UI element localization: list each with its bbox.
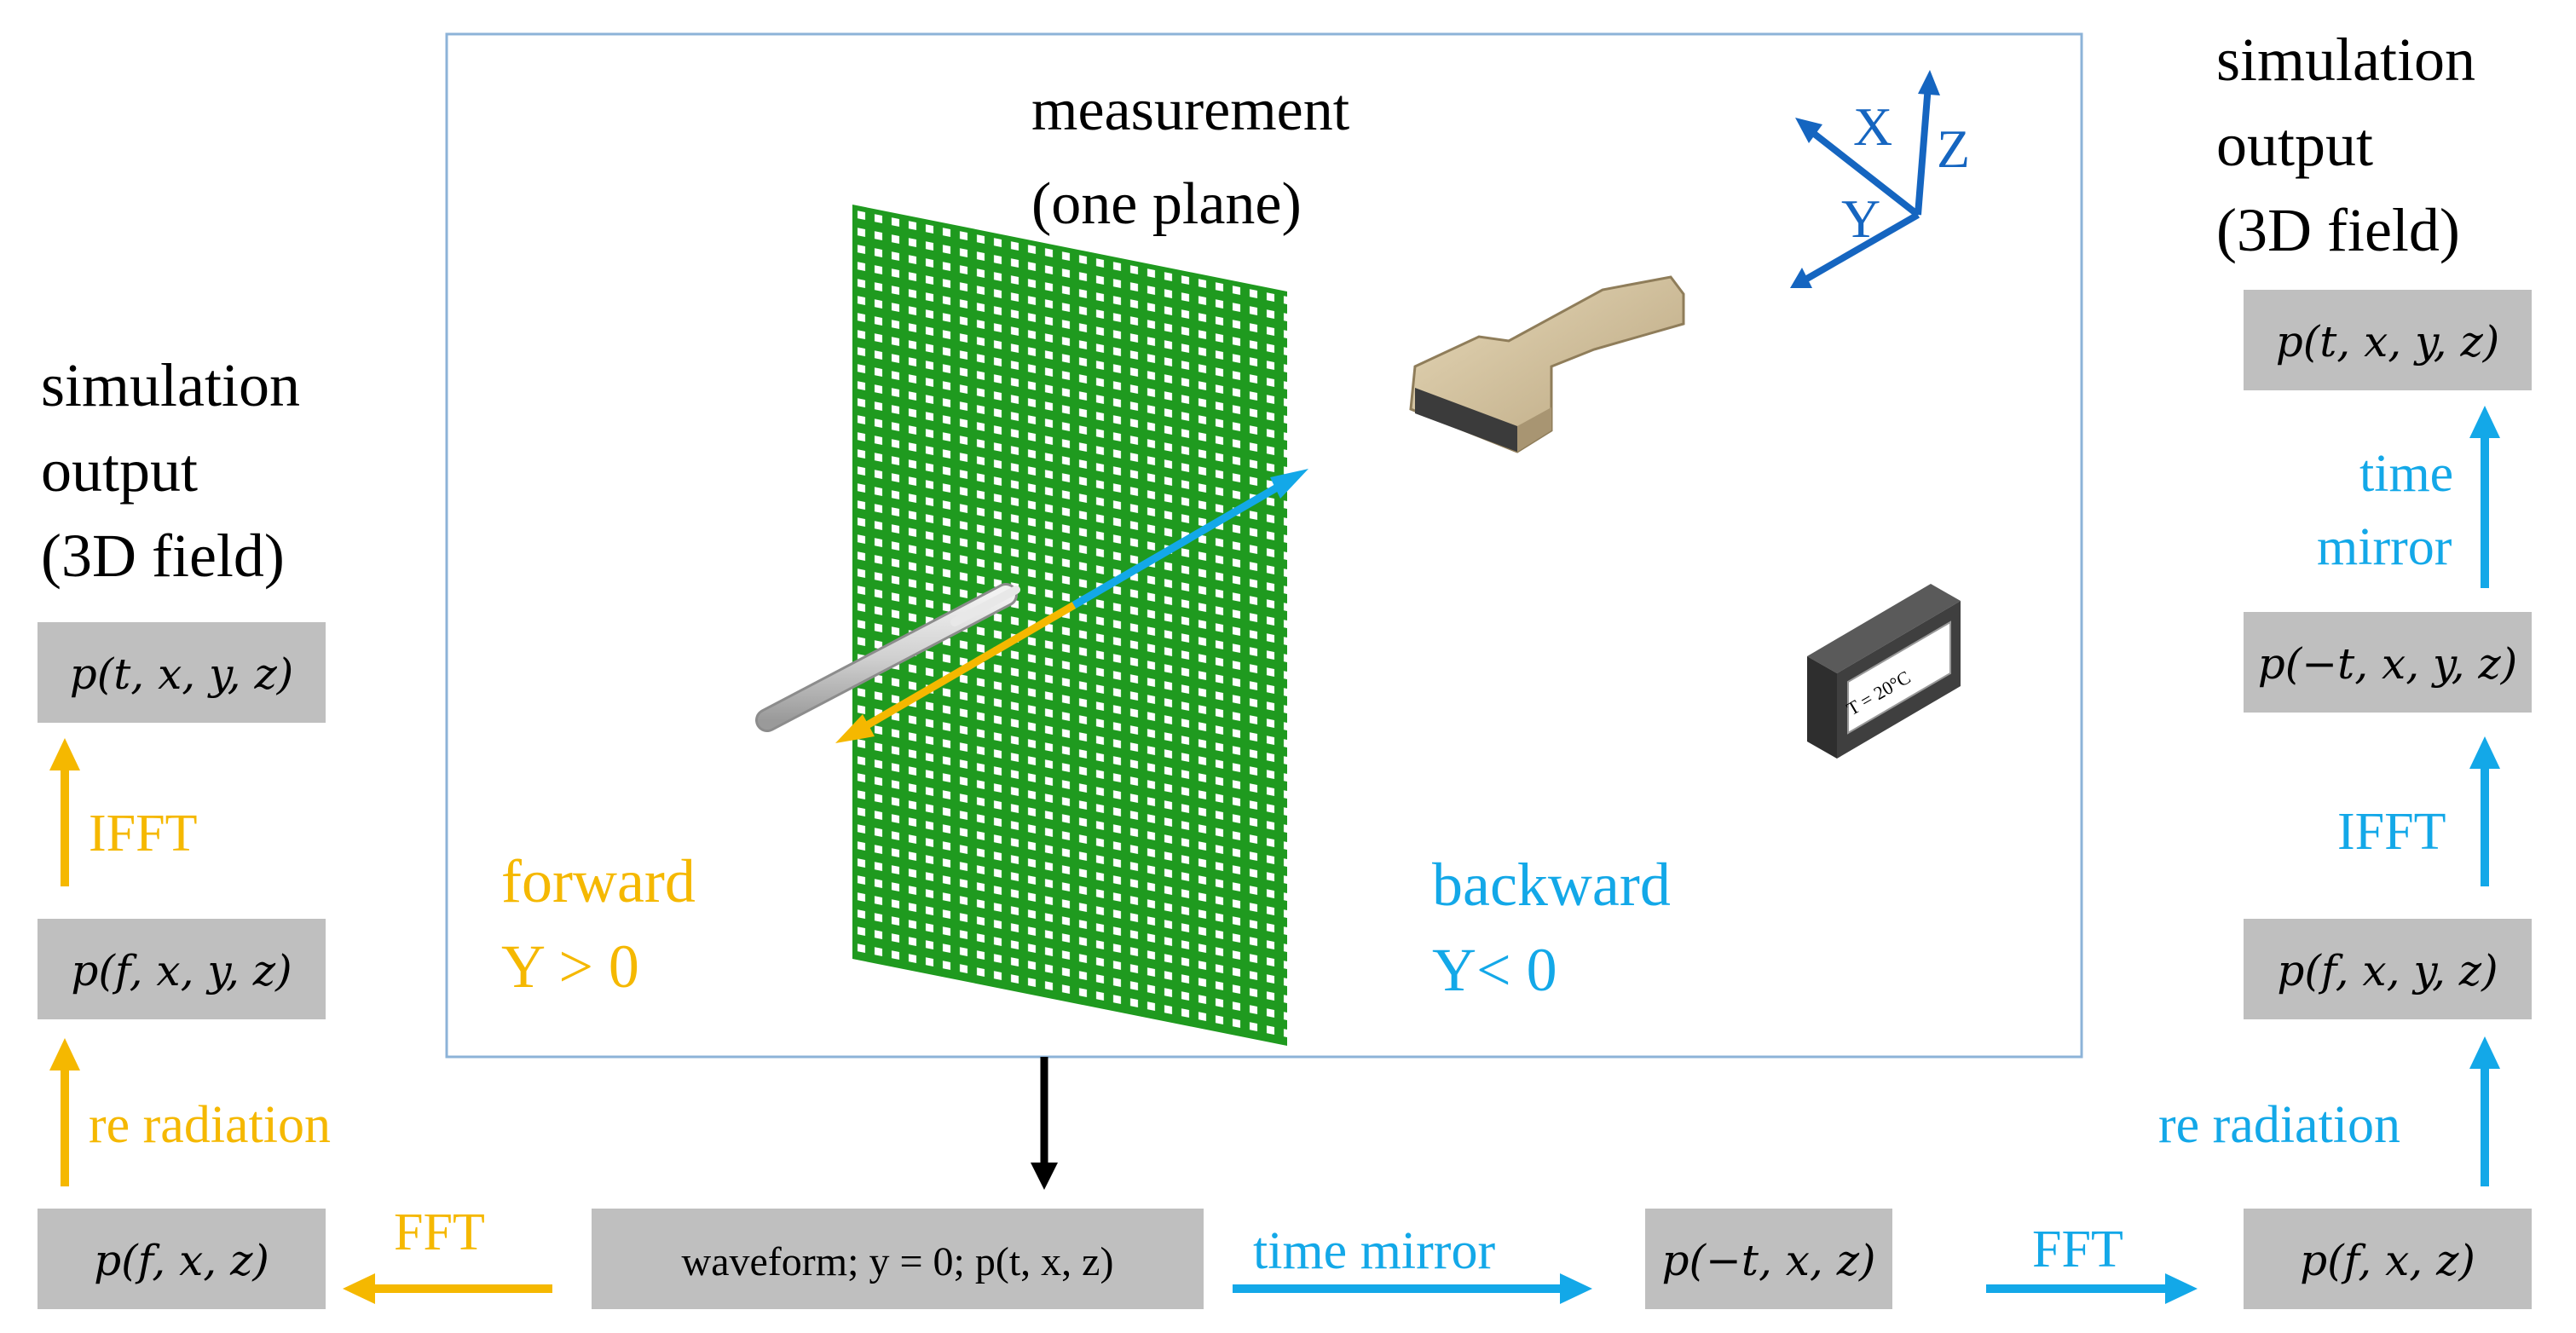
- right-box-time-3d: [2244, 290, 2532, 390]
- left-box-time-3d-text: p(t, x, y, z): [70, 649, 294, 699]
- left-re-radiation-label: re radiation: [89, 1096, 331, 1154]
- forward-label: forward: [501, 847, 696, 915]
- left-title-line1: simulation: [41, 351, 300, 419]
- thermometer-icon: T = 20°C: [1807, 584, 1961, 759]
- left-re-radiation-arrow: [49, 1038, 80, 1186]
- right-box-neg-time-3d: [2244, 612, 2532, 713]
- backward-condition: Y< 0: [1432, 936, 1557, 1004]
- left-box-freq-3d: [38, 919, 326, 1019]
- backward-direction-arrow: [1071, 469, 1308, 609]
- left-title-line3: (3D field): [41, 522, 285, 590]
- forward-direction-arrow: [835, 602, 1077, 743]
- time-mirror-box-text: p(−t, x, z): [1661, 1236, 1875, 1285]
- left-ifft-label: IFFT: [89, 805, 197, 863]
- left-title-line2: output: [41, 436, 198, 505]
- axis-label-y: Y: [1841, 188, 1880, 249]
- right-title-line3: (3D field): [2216, 196, 2460, 264]
- hydrophone-probe-icon: [755, 583, 1020, 732]
- waveform-box-text: waveform; y = 0; p(t, x, z): [682, 1239, 1114, 1284]
- measurement-title-line1: measurement: [1031, 78, 1350, 143]
- right-title-line1: simulation: [2216, 26, 2475, 94]
- right-box-time-3d-text: p(t, x, y, z): [2276, 317, 2500, 366]
- right-box-freq-3d: [2244, 919, 2532, 1019]
- left-ifft-arrow: [49, 738, 80, 886]
- right-re-radiation-label: re radiation: [2158, 1096, 2400, 1154]
- left-fft-label: FFT: [394, 1203, 485, 1261]
- left-box-freq-plane: [38, 1209, 326, 1309]
- right-box-freq-plane-text: p(f, x, z): [2300, 1236, 2475, 1285]
- left-box-freq-plane-text: p(f, x, z): [94, 1236, 269, 1285]
- forward-condition: Y > 0: [501, 932, 639, 1001]
- backward-label: backward: [1432, 851, 1671, 919]
- right-box-freq-3d-text: p(f, x, y, z): [2277, 946, 2498, 995]
- measurement-title-line2: (one plane): [1031, 171, 1302, 237]
- axis-label-x: X: [1853, 96, 1892, 157]
- right-fft-label: FFT: [2032, 1220, 2123, 1278]
- coordinate-axes: X Z Y: [1790, 70, 1970, 288]
- measurement-to-waveform-arrow: [1031, 1057, 1058, 1190]
- left-fft-arrow: [343, 1273, 552, 1304]
- right-time-label: time: [2359, 445, 2453, 503]
- right-mirror-label: mirror: [2317, 518, 2452, 576]
- right-box-freq-plane: [2244, 1209, 2532, 1309]
- right-box-neg-time-3d-text: p(−t, x, y, z): [2258, 639, 2518, 689]
- right-ifft-label: IFFT: [2337, 803, 2446, 861]
- transducer-icon: [1409, 275, 1685, 453]
- time-mirror-label: time mirror: [1253, 1222, 1495, 1280]
- right-ifft-arrow: [2469, 736, 2500, 886]
- right-fft-arrow: [1986, 1273, 2198, 1304]
- time-mirror-box: [1645, 1209, 1892, 1309]
- measurement-plane-grid: [852, 205, 1287, 1047]
- axis-label-z: Z: [1937, 118, 1970, 179]
- right-title-line2: output: [2216, 111, 2373, 179]
- right-re-radiation-arrow: [2469, 1036, 2500, 1186]
- right-time-mirror-arrow: [2469, 406, 2500, 588]
- time-mirror-arrow: [1233, 1273, 1592, 1304]
- left-box-time-3d: [38, 622, 326, 723]
- waveform-box: [592, 1209, 1204, 1309]
- left-box-freq-3d-text: p(f, x, y, z): [71, 946, 292, 995]
